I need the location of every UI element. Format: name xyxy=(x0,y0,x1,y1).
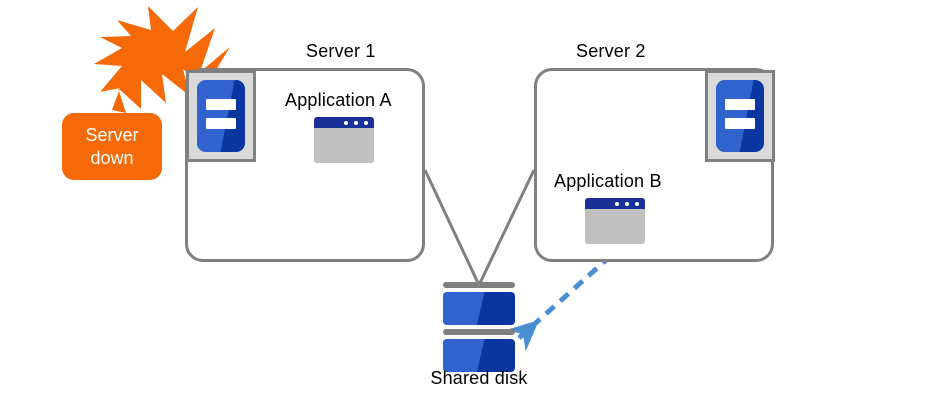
tower-slot-2 xyxy=(725,118,755,129)
window-dot-2 xyxy=(624,201,629,206)
disk-platter-1 xyxy=(443,292,515,325)
tower-body xyxy=(197,80,245,152)
tower-slot-1 xyxy=(725,99,755,110)
window-titlebar xyxy=(314,117,374,128)
disk-bar-top xyxy=(443,282,515,288)
server-down-callout: Server down xyxy=(62,113,162,180)
window-dot-2 xyxy=(353,120,358,125)
application-b-window-icon xyxy=(585,198,645,244)
server1-server-tower-icon xyxy=(186,70,256,162)
server-down-line-2: down xyxy=(90,147,134,168)
server-down-line-1: Server xyxy=(85,124,139,145)
application-a-label: Application A xyxy=(285,90,392,110)
window-dot-1 xyxy=(614,201,619,206)
application-a-window-icon xyxy=(314,117,374,163)
shared-disk-icon xyxy=(443,282,515,372)
server2-server-tower-icon xyxy=(705,70,775,162)
disk-platter-2 xyxy=(443,339,515,372)
connector-server2-to-disk xyxy=(478,169,536,284)
tower-body xyxy=(716,80,764,152)
window-dot-3 xyxy=(634,201,639,206)
application-b-label: Application B xyxy=(554,171,662,191)
shared-disk-label: Shared disk xyxy=(430,368,528,388)
tower-slot-2 xyxy=(206,118,236,129)
window-dot-3 xyxy=(363,120,368,125)
server2-caption: Server 2 xyxy=(576,41,646,61)
disk-bar-middle xyxy=(443,329,515,335)
tower-slot-1 xyxy=(206,99,236,110)
connector-server1-to-disk xyxy=(423,169,480,284)
window-titlebar xyxy=(585,198,645,209)
server1-caption: Server 1 xyxy=(306,41,376,61)
window-dot-1 xyxy=(343,120,348,125)
